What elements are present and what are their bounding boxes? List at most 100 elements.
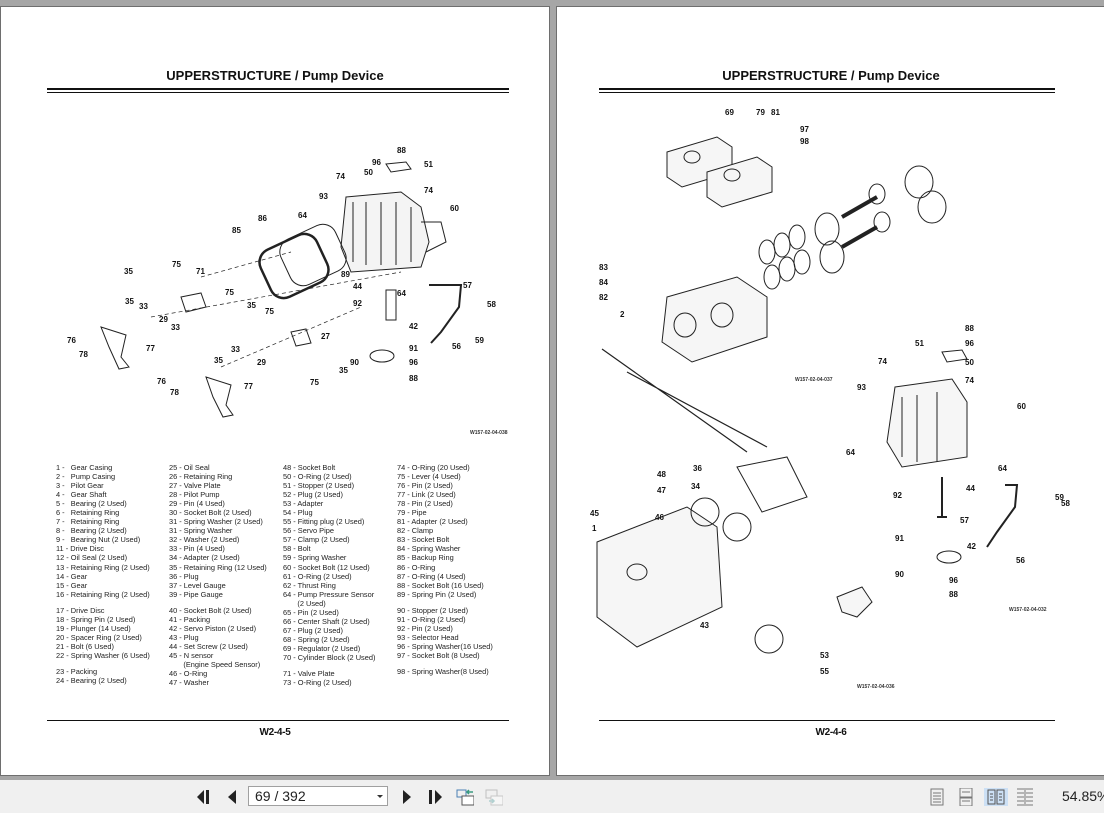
parts-column-4: 74 - O-Ring (20 Used)75 - Lever (4 Used)… [397,463,517,676]
callout: 90 [350,358,359,367]
parts-list-item: 89 - Spring Pin (2 Used) [397,589,477,599]
callout: 75 [172,260,181,269]
next-page-button[interactable] [398,788,416,806]
parts-list-item: 68 - Spring (2 Used) [283,634,350,644]
parts-list-item: 2 - Pump Casing [56,472,116,482]
callout: 59 [1055,493,1064,502]
callout: 88 [409,374,418,383]
parts-list-spacer [397,660,517,667]
parts-list-item: 76 - Pin (2 Used) [397,481,453,491]
callout: 35 [247,301,256,310]
diagram-callouts: 88 96 51 50 74 74 93 60 64 86 85 89 44 6… [67,146,496,397]
previous-page-button[interactable] [223,788,241,806]
callout: 48 [657,470,666,479]
parts-list-item: 14 - Gear [56,571,88,581]
parts-list-item: 67 - Plug (2 Used) [283,625,343,635]
callout: 2 [620,310,625,319]
parts-list-item: 60 - Socket Bolt (12 Used) [283,562,370,572]
parts-list-item: 56 - Servo Pipe [283,526,334,536]
parts-list-item: 26 - Retaining Ring [169,472,233,482]
footer-rule [47,720,509,721]
parts-list-item: 13 - Retaining Ring (2 Used) [56,562,150,572]
parts-list-item: 65 - Pin (2 Used) [283,607,339,617]
callout: 43 [700,621,709,630]
callout: 64 [298,211,307,220]
last-page-button[interactable] [426,788,444,806]
two-page-continuous-icon [1017,788,1033,806]
callout: 89 [341,270,350,279]
callout: 64 [846,448,855,457]
parts-list-item: 39 - Pipe Gauge [169,589,223,599]
callout: 76 [67,336,76,345]
parts-list-item: 52 - Plug (2 Used) [283,490,343,500]
callout: 59 [475,336,484,345]
zoom-level[interactable]: 54.85% [1062,788,1104,804]
callout: 56 [1016,556,1025,565]
page-number-value: 69 / 392 [255,788,306,804]
parts-list-item: 69 - Regulator (2 Used) [283,643,361,653]
callout: 77 [146,344,155,353]
parts-list-item: 16 - Retaining Ring (2 Used) [56,589,150,599]
callout: 86 [258,214,267,223]
callout: 84 [599,278,608,287]
continuous-page-icon [959,788,973,806]
callout: 92 [893,491,902,500]
parts-list-item: 81 - Adapter (2 Used) [397,517,468,527]
parts-list-item: 86 - O-Ring [397,562,436,572]
parts-list-item: 73 - O-Ring (2 Used) [283,678,352,688]
parts-list-item: 74 - O-Ring (20 Used) [397,463,470,472]
callout: 96 [372,158,381,167]
parts-list-item: 47 - Washer [169,678,209,688]
parts-list-item: 28 - Pilot Pump [169,490,220,500]
first-page-button[interactable] [195,788,213,806]
callout: 69 [725,108,734,117]
parts-list-item: 4 - Gear Shaft [56,490,107,500]
callout: 88 [965,324,974,333]
callout: 35 [214,356,223,365]
parts-list-item: 97 - Socket Bolt (8 Used) [397,650,480,660]
callout: 51 [424,160,433,169]
page-title: UPPERSTRUCTURE / Pump Device [722,68,940,83]
callout: 51 [915,339,924,348]
parts-list-item: 36 - Plug [169,571,199,581]
continuous-view-button[interactable] [957,788,975,806]
page-title: UPPERSTRUCTURE / Pump Device [166,68,384,83]
parts-list-item: 83 - Socket Bolt [397,535,450,545]
callout: 75 [265,307,274,316]
parts-list-item: 61 - O-Ring (2 Used) [283,571,352,581]
callout: 45 [590,509,599,518]
diagram-callouts: 69 79 81 97 98 83 84 82 2 88 51 96 50 74… [590,108,1070,676]
parts-list-item: 55 - Fitting plug (2 Used) [283,517,365,527]
callout: 47 [657,486,666,495]
parts-list-item: 70 - Cylinder Block (2 Used) [283,652,376,662]
parts-list-item: 51 - Stopper (2 Used) [283,481,355,491]
document-page-right: UPPERSTRUCTURE / Pump Device [556,6,1104,776]
callout: 58 [487,300,496,309]
parts-list-item: 50 - O-Ring (2 Used) [283,472,352,482]
callout: 35 [124,267,133,276]
next-view-button[interactable] [485,788,503,806]
parts-list-item: 85 - Backup Ring [397,553,454,563]
parts-list-item: 87 - O-Ring (4 Used) [397,571,466,581]
parts-list-item: 64 - Pump Pressure Sensor [283,589,375,599]
two-page-continuous-view-button[interactable] [1016,788,1034,806]
parts-list-item: 91 - O-Ring (2 Used) [397,614,466,624]
parts-list-item: 31 - Spring Washer [169,526,233,536]
callout: 96 [965,339,974,348]
callout: 57 [463,281,472,290]
callout: 81 [771,108,780,117]
parts-list-item: 15 - Gear [56,580,88,590]
callout: 75 [225,288,234,297]
parts-list-item: 53 - Adapter [283,499,324,509]
page-number-select[interactable]: 69 / 392 [248,786,388,806]
single-page-view-button[interactable] [928,788,946,806]
callout: 27 [321,332,330,341]
two-page-view-button[interactable] [984,788,1008,806]
exploded-diagram-pump-selector: 88 96 51 50 74 74 93 60 64 86 85 89 44 6… [67,146,496,418]
previous-view-button[interactable] [456,788,474,806]
skip-to-last-icon [429,790,442,804]
callout: 74 [424,186,433,195]
callout: 57 [960,516,969,525]
parts-list-item: 23 - Packing [56,666,98,676]
